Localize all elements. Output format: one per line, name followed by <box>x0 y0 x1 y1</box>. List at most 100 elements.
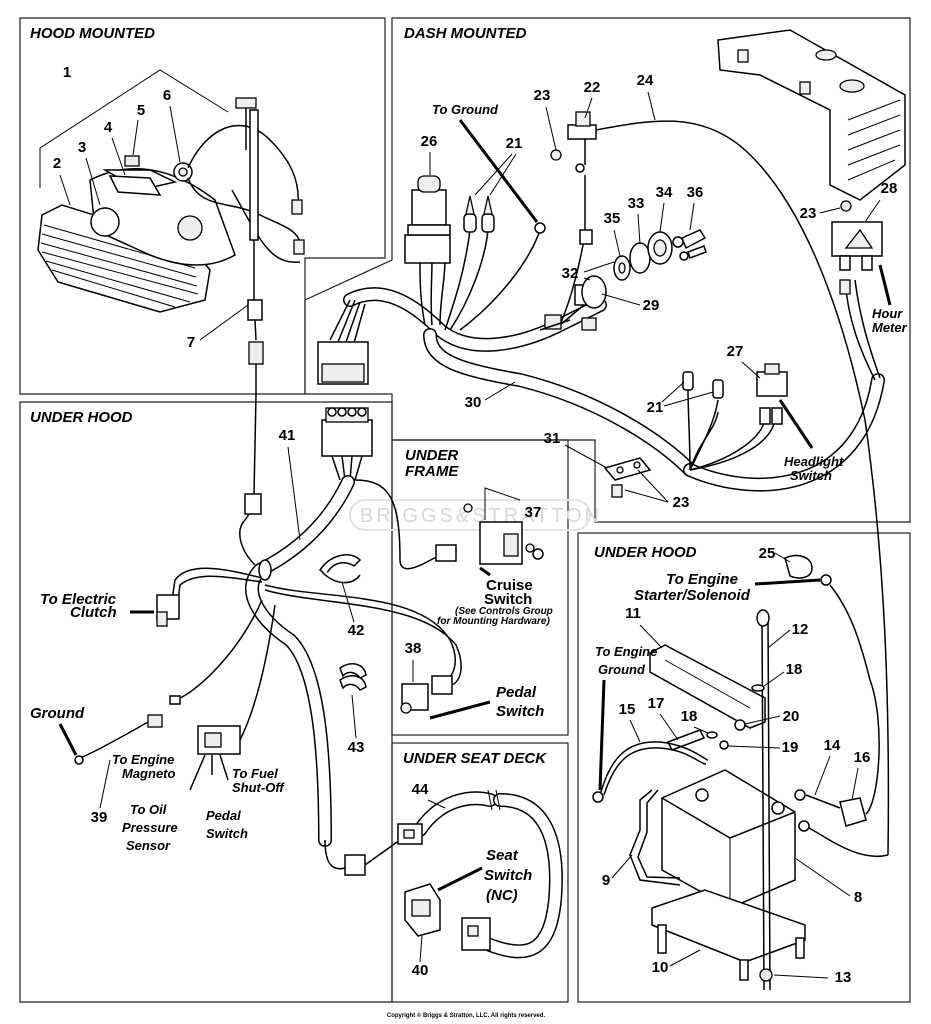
cruise-switch <box>463 503 544 565</box>
callout-hour-meter-line2: Meter <box>872 320 908 335</box>
callout-pedal-switch-left-line2: Switch <box>206 826 248 841</box>
battery-assembly <box>592 554 889 991</box>
part-number-40: 40 <box>412 962 429 979</box>
callout-to-fuel-shutoff-line1: To Fuel <box>232 766 278 781</box>
harness-clamp <box>603 457 652 498</box>
pointer-to-ground <box>458 119 539 223</box>
section-title-under-frame-line2: FRAME <box>405 463 459 480</box>
section-title-hood-mounted: HOOD MOUNTED <box>30 25 155 42</box>
part-number-25: 25 <box>759 545 776 562</box>
callout-to-ground: To Ground <box>432 102 499 117</box>
hour-meter <box>831 200 883 381</box>
callout-to-engine-starter-line2: Starter/Solenoid <box>634 587 751 604</box>
pointer-hour-meter <box>878 264 892 306</box>
part-number-38: 38 <box>405 640 422 657</box>
part-number-3: 3 <box>78 139 86 156</box>
part-number-27: 27 <box>727 343 744 360</box>
callout-to-engine-magneto-line2: Magneto <box>122 766 176 781</box>
part-number-18-top: 18 <box>786 661 803 678</box>
callout-to-oil-pressure-line2: Pressure <box>122 820 178 835</box>
part-number-1: 1 <box>63 64 71 81</box>
callout-seat-switch-line3: (NC) <box>486 887 518 904</box>
callout-pedal-switch-left-line1: Pedal <box>206 808 241 823</box>
headlight-assembly <box>37 97 305 395</box>
part-number-21-top: 21 <box>506 135 523 152</box>
callout-controls-note-line2: for Mounting Hardware) <box>437 616 550 627</box>
dash-panel <box>717 29 906 201</box>
callout-to-electric-clutch-line1: To Electric <box>40 591 117 608</box>
part-number-23-bottom: 23 <box>673 494 690 511</box>
part-number-8: 8 <box>854 889 862 906</box>
dash-wiring-harness <box>317 175 885 492</box>
callout-to-engine-ground-line1: To Engine <box>595 644 657 659</box>
part-number-14: 14 <box>824 737 841 754</box>
part-number-13: 13 <box>835 969 852 986</box>
callout-controls-note-line1: (See Controls Group <box>455 606 553 617</box>
callout-to-oil-pressure-line1: To Oil <box>130 802 167 817</box>
part-number-7: 7 <box>187 334 195 351</box>
part-number-42: 42 <box>348 622 365 639</box>
callout-cruise-switch-line1: Cruise <box>486 577 533 594</box>
callout-pedal-switch-right-line1: Pedal <box>496 684 537 701</box>
callout-seat-switch-line2: Switch <box>484 867 532 884</box>
callout-to-oil-pressure-line3: Sensor <box>126 838 171 853</box>
callout-cruise-switch-line2: Switch <box>484 591 532 608</box>
pointer-seat-switch <box>437 866 483 892</box>
frame-under-frame <box>391 439 569 736</box>
seat-switch-harness <box>397 789 563 959</box>
callout-to-fuel-shutoff-line2: Shut-Off <box>232 780 285 795</box>
section-title-dash-mounted: DASH MOUNTED <box>404 25 527 42</box>
pointer-headlight-switch <box>778 399 814 449</box>
frame-under-hood-right <box>577 532 911 1003</box>
callout-pedal-switch-right-line2: Switch <box>496 703 544 720</box>
callout-to-engine-starter-line1: To Engine <box>666 571 738 588</box>
frame-under-seat-deck <box>391 742 569 1003</box>
part-number-4: 4 <box>104 119 113 136</box>
section-title-under-seat-deck: UNDER SEAT DECK <box>403 750 547 767</box>
part-number-2: 2 <box>53 155 61 172</box>
part-number-18-bottom: 18 <box>681 708 698 725</box>
watermark-text: BRIGGS&STRATTON <box>360 505 602 527</box>
part-number-23-top: 23 <box>534 87 551 104</box>
part-number-19: 19 <box>782 739 799 756</box>
leader-part-1 <box>39 69 229 188</box>
part-number-12: 12 <box>792 621 809 638</box>
callout-headlight-switch-line1: Headlight <box>784 454 844 469</box>
section-title-under-frame-line1: UNDER <box>405 447 459 464</box>
section-title-under-hood-right: UNDER HOOD <box>594 544 697 561</box>
part-number-21-bottom: 21 <box>647 399 664 416</box>
ignition-switch-assembly <box>581 229 707 309</box>
part-number-6: 6 <box>163 87 171 104</box>
part-number-32: 32 <box>562 265 579 282</box>
part-number-39: 39 <box>91 809 108 826</box>
part-number-5: 5 <box>137 102 145 119</box>
part-number-9: 9 <box>602 872 610 889</box>
part-number-17: 17 <box>648 695 665 712</box>
part-number-35: 35 <box>604 210 621 227</box>
part-number-29: 29 <box>643 297 660 314</box>
callout-to-electric-clutch-line2: Clutch <box>70 604 117 621</box>
part-number-16: 16 <box>854 749 871 766</box>
relay-bracket <box>550 111 890 856</box>
part-number-28: 28 <box>881 180 898 197</box>
part-number-24: 24 <box>637 72 654 89</box>
part-number-22: 22 <box>584 79 601 96</box>
callout-seat-switch-line1: Seat <box>486 847 519 864</box>
under-hood-harness <box>74 394 462 876</box>
callout-to-engine-ground-line2: Ground <box>598 662 646 677</box>
part-number-43: 43 <box>348 739 365 756</box>
pedal-switch-38 <box>400 675 453 714</box>
part-number-15: 15 <box>619 701 636 718</box>
callout-headlight-switch-line2: Switch <box>790 468 832 483</box>
part-number-20: 20 <box>783 708 800 725</box>
part-number-26: 26 <box>421 133 438 150</box>
part-number-23-right: 23 <box>800 205 817 222</box>
part-number-41: 41 <box>279 427 296 444</box>
headlight-switch <box>682 363 788 471</box>
part-number-10: 10 <box>652 959 669 976</box>
part-number-37: 37 <box>525 504 542 521</box>
callout-hour-meter-line1: Hour <box>872 306 903 321</box>
part-number-30: 30 <box>465 394 482 411</box>
callout-to-engine-magneto-line1: To Engine <box>112 752 174 767</box>
watermark: BRIGGS&STRATTON <box>349 499 602 531</box>
